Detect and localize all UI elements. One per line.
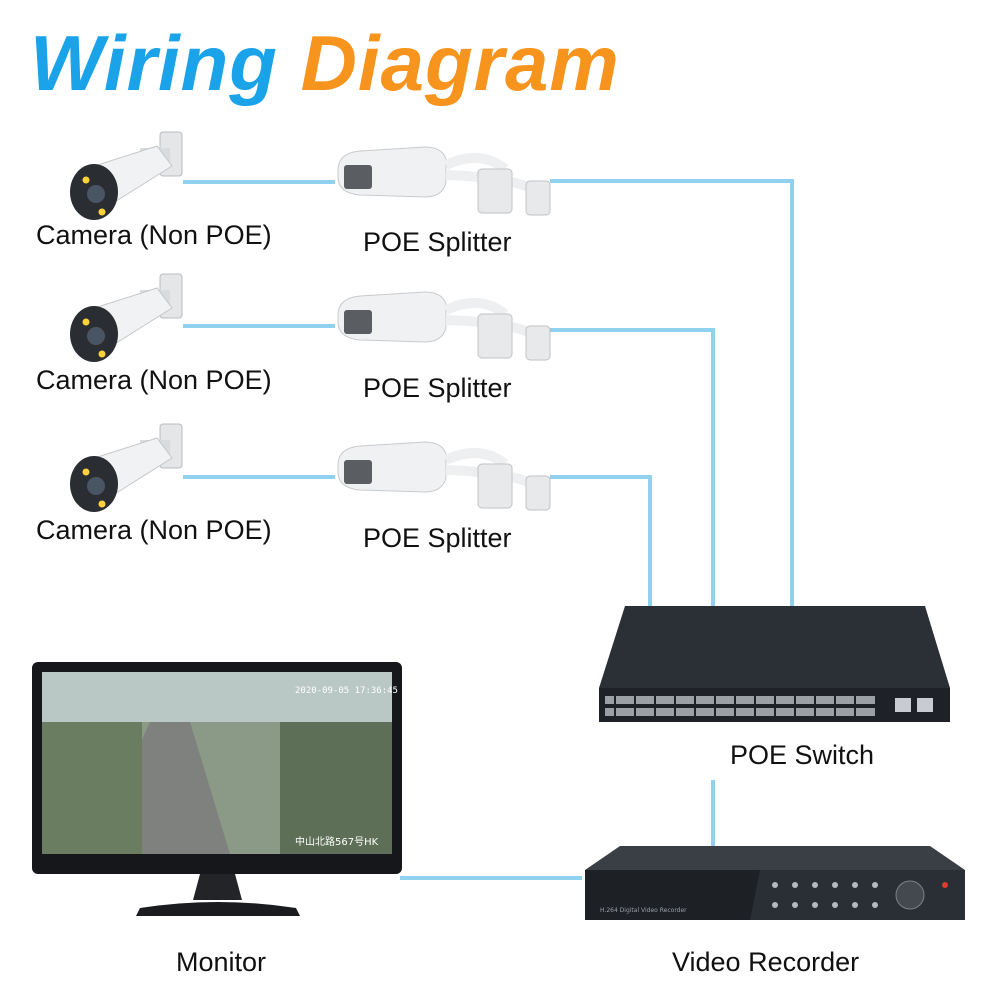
- poe-switch: [599, 606, 950, 722]
- title-word-diagram: Diagram: [300, 19, 620, 107]
- camera-1-label: Camera (Non POE): [36, 220, 272, 250]
- diagram-title: Wiring Diagram: [30, 18, 620, 109]
- monitor-timestamp: 2020-09-05 17:36:45: [295, 686, 398, 696]
- video-recorder-label: Video Recorder: [672, 947, 860, 977]
- poe-splitter-1: [337, 146, 551, 216]
- monitor: 2020-09-05 17:36:45 中山北路567号HK: [32, 662, 402, 916]
- poe-splitter-2: [337, 291, 551, 361]
- wire-splitter3-switch: [550, 475, 652, 610]
- poe-switch-label: POE Switch: [730, 740, 875, 770]
- camera-2-label: Camera (Non POE): [36, 365, 272, 395]
- monitor-location-overlay: 中山北路567号HK: [295, 835, 379, 848]
- camera-3-label: Camera (Non POE): [36, 515, 272, 545]
- wire-splitter2-switch: [550, 328, 715, 610]
- video-recorder: H.264 Digital Video Recorder: [585, 846, 965, 920]
- camera-2: [70, 273, 183, 362]
- poe-splitter-1-label: POE Splitter: [363, 227, 512, 257]
- monitor-label: Monitor: [176, 947, 267, 977]
- poe-splitter-2-label: POE Splitter: [363, 373, 512, 403]
- camera-3: [70, 423, 183, 512]
- poe-splitter-3: [337, 441, 551, 511]
- poe-splitter-3-label: POE Splitter: [363, 523, 512, 553]
- camera-1: [70, 131, 183, 220]
- recorder-panel-text: H.264 Digital Video Recorder: [600, 907, 687, 914]
- wire-splitter1-switch: [550, 179, 794, 610]
- title-word-wiring: Wiring: [30, 19, 278, 107]
